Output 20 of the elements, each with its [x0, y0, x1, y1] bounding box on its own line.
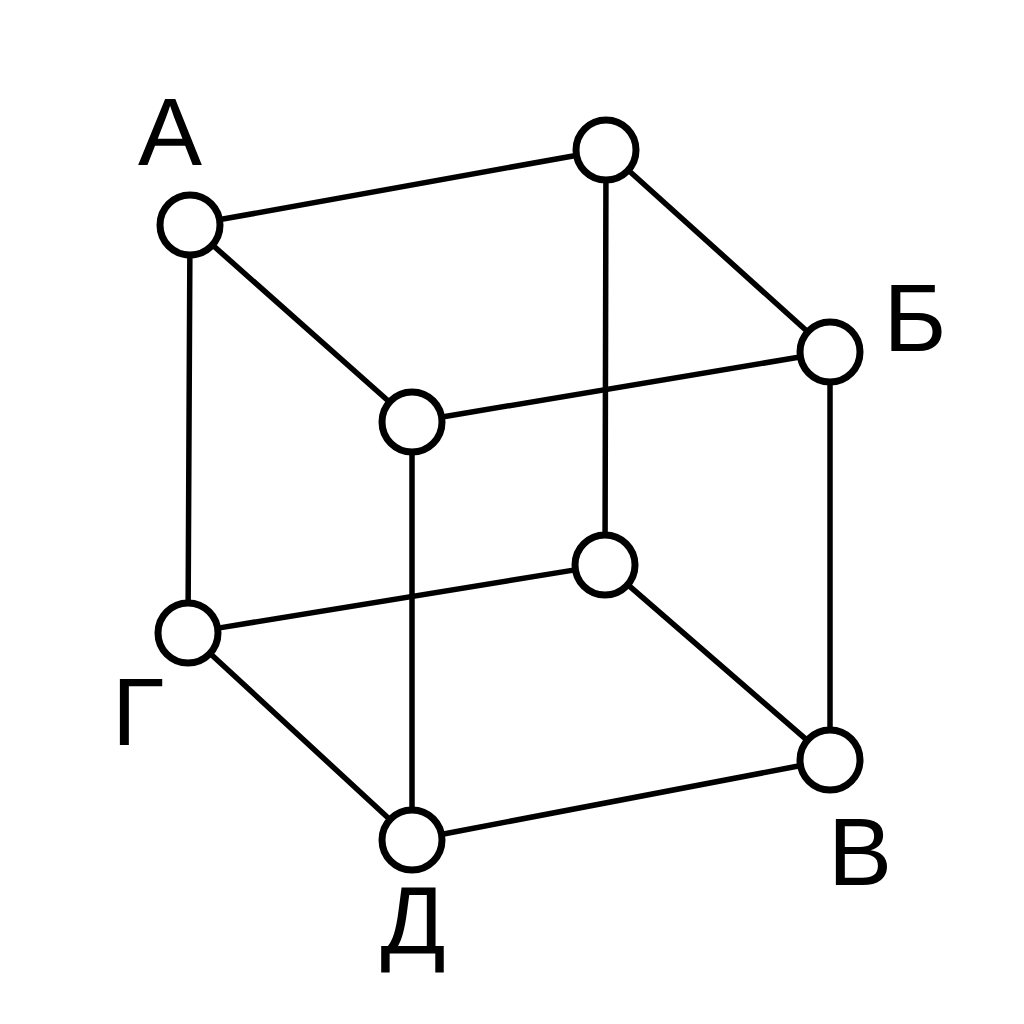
edge-line — [628, 169, 808, 333]
vertex-circle — [378, 388, 446, 456]
edge-line — [442, 763, 800, 837]
vertex-label: А — [138, 98, 202, 165]
vertex-label: Б — [891, 284, 942, 351]
edge-line — [409, 452, 415, 810]
vertex-circle — [571, 531, 639, 599]
edge-line — [602, 180, 609, 535]
edge-line — [218, 567, 575, 631]
edge-line — [627, 584, 808, 741]
edge-line — [185, 255, 193, 603]
vertex-circle — [572, 116, 640, 184]
edge-line — [220, 153, 576, 222]
edge-line — [442, 354, 800, 420]
vertex-label: В — [835, 819, 887, 885]
vertex-label: Г — [119, 678, 163, 745]
edge-line — [209, 653, 391, 820]
edge-line — [212, 244, 390, 403]
vertex-label: Д — [381, 887, 444, 973]
edge-line — [827, 382, 833, 730]
